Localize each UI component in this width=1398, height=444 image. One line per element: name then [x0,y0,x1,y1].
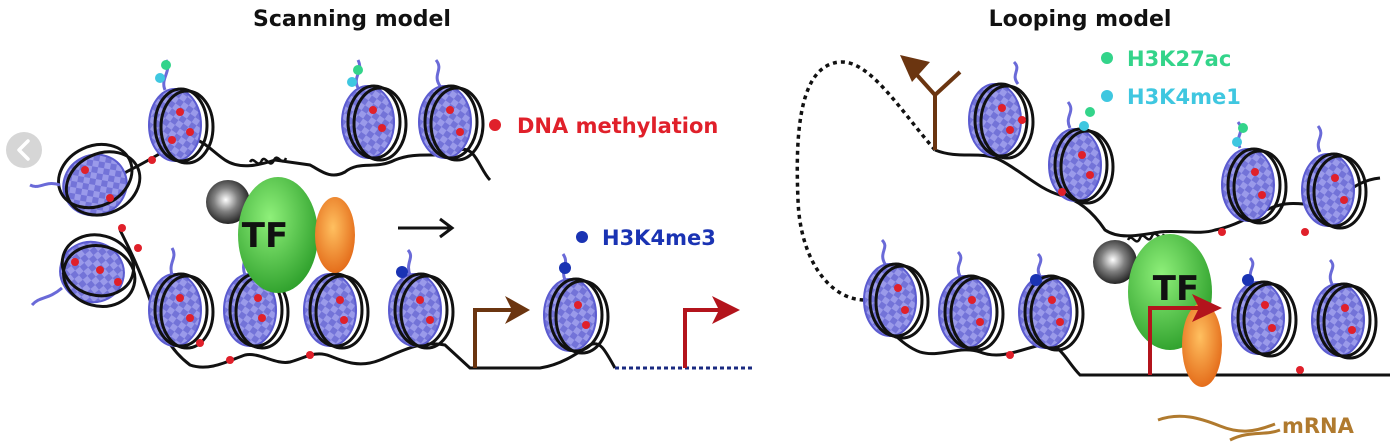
nucleosome [388,272,455,350]
nucleosome [59,233,137,308]
tss-arrow-red-loop [1148,294,1222,375]
nucleosome [1311,282,1378,360]
h3k4me3-mark [1242,274,1254,286]
nucleosome [543,277,610,355]
nucleosome [418,84,485,162]
nucleosome [1221,147,1288,225]
scanning-panel: TF DNA methylation H3K4me3 [29,59,752,370]
h3k4me1-legend: H3K4me1 [1127,85,1241,109]
h3k4me3-mark [396,266,408,278]
dna-methylation-marks-loop [894,104,1356,374]
enhancer-loop-dotted [795,60,937,302]
nucleosome [968,82,1035,160]
h3k4me3-mark [559,262,571,274]
chevron-left-icon [17,139,30,161]
mrna-strand [1157,414,1276,433]
nucleosome [148,87,215,165]
h3k4me3-legend-dot [576,231,588,243]
tf-linker-loop [1126,232,1166,243]
nucleosome [341,84,408,162]
looping-panel: TF H3K27ac H3K4me1 mRNA [795,47,1390,442]
tf-linker [248,156,288,165]
tf-label-loop: TF [1153,269,1199,309]
back-button[interactable] [6,132,42,168]
tf-protein [238,177,318,293]
h3k27ac-legend: H3K27ac [1127,47,1231,71]
mrna-label: mRNA [1282,414,1355,438]
dna-methylation-legend-dot [489,119,501,131]
cofactor-ball [206,180,250,224]
nucleosome [148,272,215,350]
tss-arrow-brown-loop [900,55,962,150]
looping-model-title: Looping model [989,7,1172,32]
nucleosome [1018,274,1085,352]
tss-arrow-red [683,296,740,368]
dna-methylation-legend: DNA methylation [517,114,718,138]
nucleosome [57,142,142,217]
h3k4me1-legend-dot [1101,90,1113,102]
nucleosome [1301,152,1368,230]
scanning-model-title: Scanning model [253,7,451,32]
histone-acetylation-marks [155,60,363,87]
coactivator-loop [1182,303,1222,387]
h3k4me3-mark [1030,274,1042,286]
coactivator [315,197,355,273]
h3k4me3-legend: H3K4me3 [602,226,716,250]
tss-arrow-brown [473,296,530,368]
nucleosome [863,262,930,340]
nucleosome [1231,280,1298,358]
nucleosome [938,274,1005,352]
histone-acetylation-marks-loop [1079,107,1248,147]
h3k27ac-legend-dot [1101,52,1113,64]
cofactor-ball-loop [1093,240,1137,284]
nucleosome [303,272,370,350]
dna-methylation-marks [71,106,590,364]
tf-label: TF [242,216,288,256]
